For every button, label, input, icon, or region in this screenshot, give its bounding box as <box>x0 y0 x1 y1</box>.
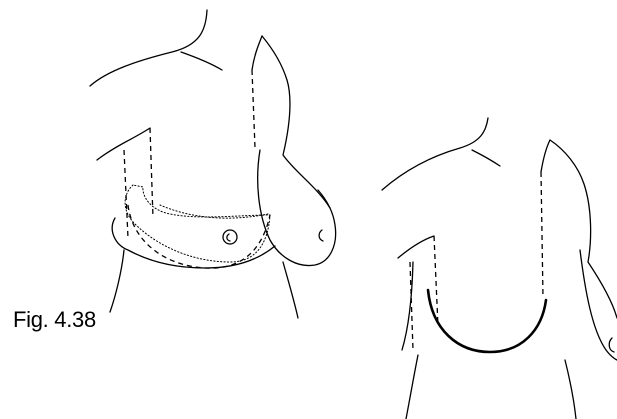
left-arm-contour <box>97 128 150 160</box>
post-right-nipple <box>609 338 614 352</box>
left-torso-side <box>110 250 124 312</box>
pedicle-dotted-outline <box>125 185 270 262</box>
post-right-breast-contour <box>580 250 617 360</box>
preoperative-drawing <box>90 10 336 318</box>
resulting-scar-line <box>428 290 546 352</box>
left-neck-contour <box>90 10 207 86</box>
right-breast-contour <box>258 150 336 266</box>
left-lateral-marking <box>124 150 128 238</box>
post-left-neck-contour <box>382 118 488 190</box>
clavicle-line <box>181 52 222 70</box>
left-nipple <box>227 234 230 241</box>
pedicle-inner-dotted-line <box>160 205 268 218</box>
post-left-vertical-marking <box>434 236 438 326</box>
central-vertical-marking <box>252 70 255 148</box>
post-clavicle-line <box>472 150 500 166</box>
post-left-lower-contour <box>406 355 418 419</box>
right-arm-contour <box>262 36 330 208</box>
postoperative-drawing <box>382 118 617 419</box>
figure-caption: Fig. 4.38 <box>13 307 96 333</box>
post-central-vertical-marking <box>541 172 543 298</box>
post-right-arm-contour <box>550 140 617 318</box>
post-left-torso-side <box>402 262 413 350</box>
right-neck-contour <box>252 36 262 70</box>
post-left-arm-contour <box>398 236 434 258</box>
post-right-neck-contour <box>541 140 550 172</box>
left-breast-contour <box>112 218 275 268</box>
post-right-torso-side <box>565 360 576 419</box>
left-areola <box>223 230 237 244</box>
right-nipple <box>319 230 323 241</box>
right-torso-side <box>283 262 298 318</box>
